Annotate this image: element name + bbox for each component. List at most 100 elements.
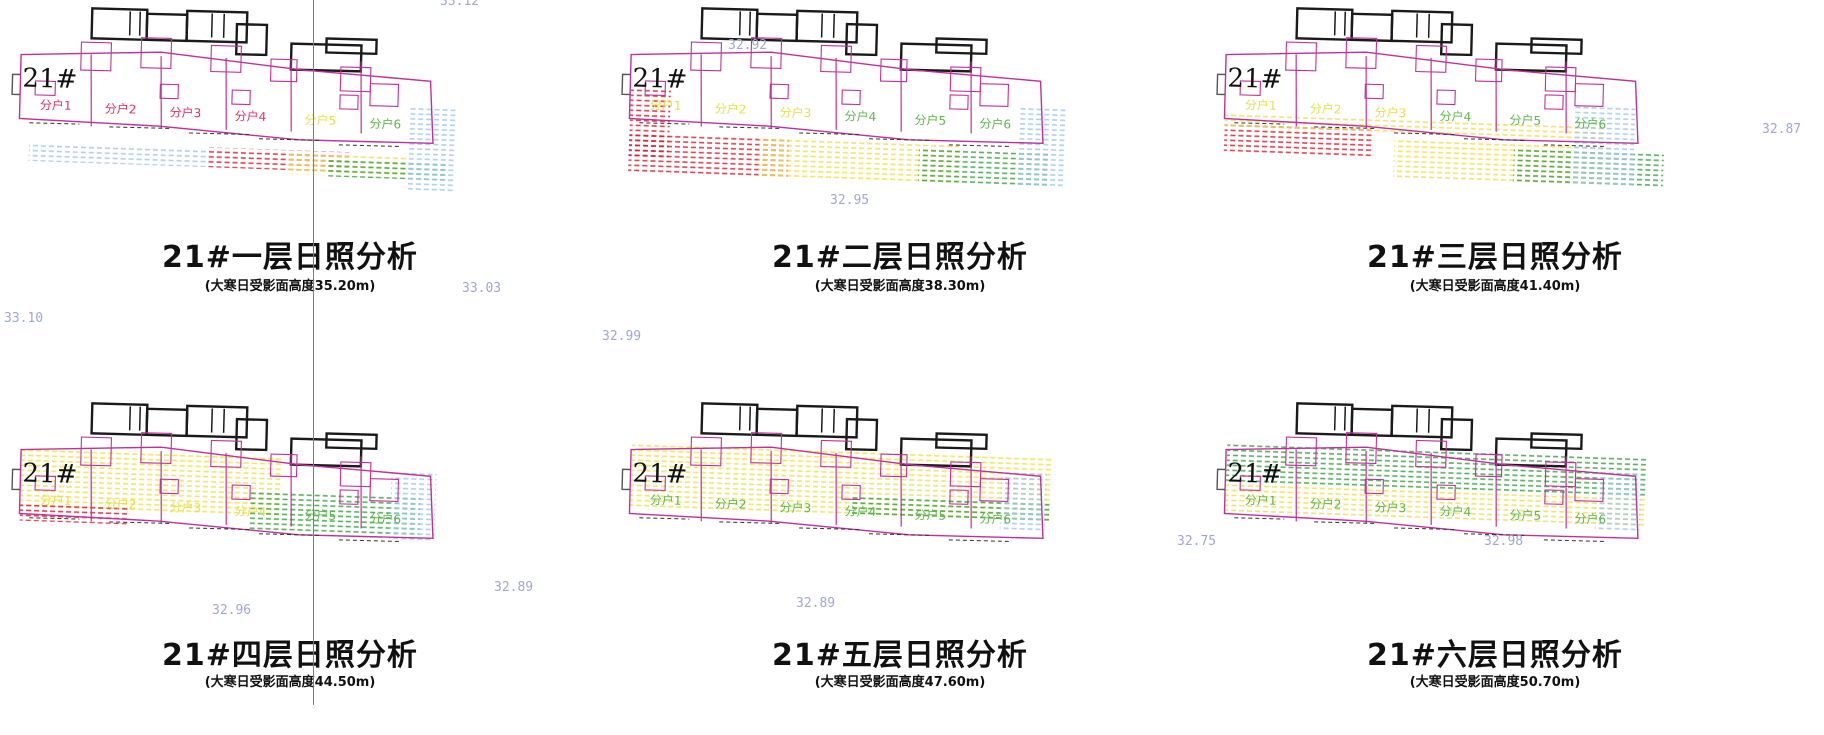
panel-title: 21#一层日照分析	[162, 240, 418, 275]
unit-divider	[970, 456, 972, 529]
elevation-marker: 32.92	[728, 38, 768, 53]
plan-perimeter	[628, 446, 1044, 540]
unit-label: 分户6	[979, 511, 1011, 527]
room-outline	[339, 94, 359, 110]
entry-bump	[11, 468, 21, 491]
unit-divider	[360, 456, 362, 529]
room-outline	[339, 66, 372, 93]
room-outline	[1415, 439, 1447, 468]
unit-label: 分户6	[369, 511, 401, 527]
room-outline	[231, 484, 251, 501]
room-outline	[879, 453, 908, 478]
plan-perimeter	[18, 51, 434, 145]
core-wall	[185, 404, 249, 439]
unit-label: 分户4	[234, 108, 266, 124]
stair-lines	[738, 406, 836, 433]
panel-title: 21#三层日照分析	[1367, 240, 1623, 275]
unit-label: 分户5	[914, 507, 946, 523]
room-outline	[34, 80, 56, 96]
building-label: 21#	[632, 64, 688, 95]
unit-label: 分户5	[304, 112, 336, 128]
elevation-marker: 32.89	[494, 580, 534, 595]
unit-divider	[1295, 449, 1297, 522]
panel-title: 21#二层日照分析	[772, 240, 1028, 275]
unit-label: 分户2	[715, 101, 747, 117]
unit-label: 分户1	[1245, 97, 1277, 113]
shade-band	[1224, 112, 1605, 141]
unit-divider	[835, 452, 837, 525]
room-outline	[690, 436, 723, 467]
room-outline	[841, 484, 861, 501]
room-outline	[949, 489, 969, 505]
stair-lines	[738, 11, 836, 38]
crop-reference-line	[313, 0, 314, 705]
room-outline	[1345, 432, 1378, 465]
elevation-marker: 32.98	[1484, 534, 1524, 549]
elevation-marker: 33.03	[462, 281, 502, 296]
room-outline	[1574, 478, 1605, 502]
unit-label: 分户5	[1509, 112, 1541, 128]
room-outline	[949, 461, 982, 488]
stair-lines	[1333, 406, 1431, 433]
core-wall	[844, 22, 879, 57]
unit-label: 分户4	[1439, 503, 1471, 519]
entry-bump	[1216, 468, 1226, 491]
balcony-dash	[639, 517, 1009, 542]
unit-label: 分户4	[844, 108, 876, 124]
unit-label: 分户1	[40, 97, 72, 113]
room-outline	[1436, 89, 1456, 106]
sunlight-hours-hatching	[1223, 104, 1664, 188]
room-outline	[1364, 83, 1384, 100]
unit-divider	[700, 449, 702, 522]
core-wall	[935, 37, 988, 56]
shade-band	[407, 106, 456, 193]
elevation-marker: 32.99	[602, 329, 642, 344]
room-outline	[159, 83, 179, 100]
room-outline	[979, 83, 1010, 107]
room-outline	[949, 66, 982, 93]
panel-subtitle: (大寒日受影面高度44.50m)	[204, 675, 376, 690]
unit-divider	[90, 54, 92, 127]
building-label: 21#	[22, 64, 78, 95]
balcony-dash	[29, 122, 399, 147]
panel-subtitle: (大寒日受影面高度35.20m)	[204, 279, 376, 294]
building-label: 21#	[22, 459, 78, 490]
stair-lines	[128, 406, 226, 433]
unit-label: 分户5	[1509, 507, 1541, 523]
room-outline	[769, 478, 789, 495]
room-outline	[34, 475, 56, 491]
unit-label: 分户3	[1374, 499, 1406, 515]
shade-band	[628, 132, 790, 179]
elevation-marker: 33.10	[4, 311, 44, 326]
unit-divider	[835, 57, 837, 130]
room-outline	[140, 432, 173, 465]
room-outline	[1345, 37, 1378, 70]
core-wall	[795, 404, 859, 439]
panel-subtitle: (大寒日受影面高度50.70m)	[1409, 675, 1581, 690]
core-wall	[1390, 9, 1454, 44]
entry-bump	[621, 468, 631, 491]
room-outline	[841, 89, 861, 106]
unit-divider	[90, 449, 92, 522]
room-outline	[1544, 66, 1577, 93]
shade-band	[1017, 106, 1066, 188]
unit-label: 分户2	[1310, 496, 1342, 512]
unit-divider	[900, 59, 902, 132]
room-outline	[644, 475, 666, 491]
core-wall	[795, 9, 859, 44]
unit-divider	[1495, 59, 1497, 132]
plan-perimeter	[1223, 51, 1639, 145]
core-wall	[755, 407, 799, 438]
